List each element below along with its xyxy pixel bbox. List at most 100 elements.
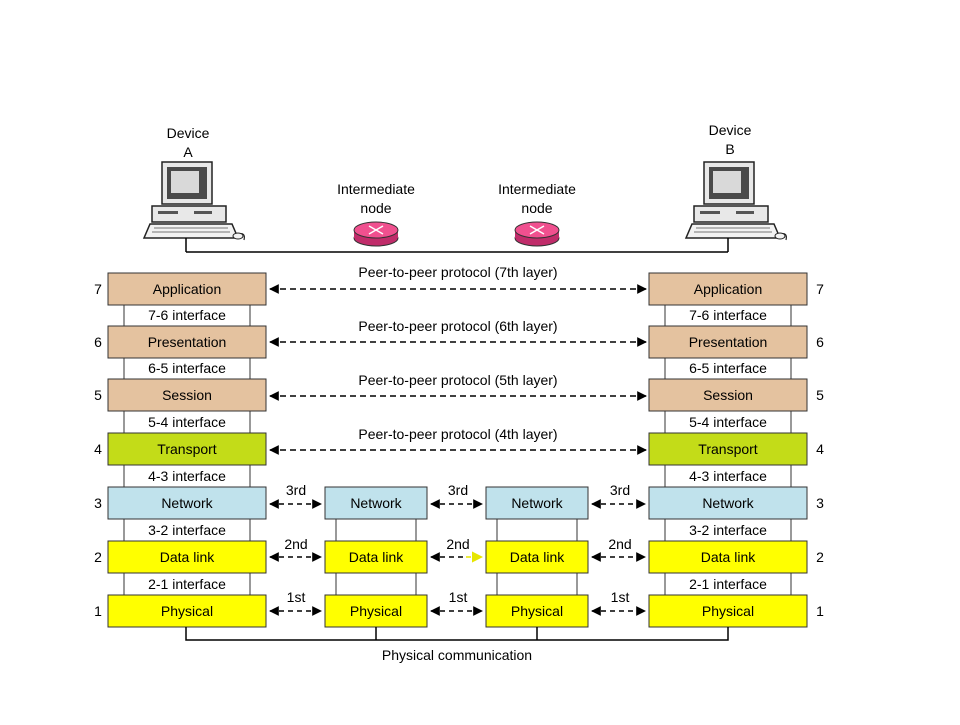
device-a-label: Device [167,125,210,141]
interface-box [496,572,578,596]
stack-device-b: Application 7 7-6 interface Presentation… [648,272,824,628]
interface-label: 2-1 interface [689,576,767,592]
layer-number: 5 [94,387,102,403]
layer-box-physical [107,594,267,628]
interface-label: 5-4 interface [689,414,767,430]
layer-name: Network [161,495,213,511]
layer-box-network [107,486,267,520]
peer-protocol-label: Peer-to-peer protocol (4th layer) [358,426,557,442]
hop-label: 2nd [446,536,469,552]
layer-name: Transport [157,441,217,457]
layer-number: 6 [816,334,824,350]
layer-name: Network [511,495,563,511]
layer-number: 2 [94,549,102,565]
interface-label: 6-5 interface [148,360,226,376]
peer-protocols: Peer-to-peer protocol (7th layer) Peer-t… [269,264,647,455]
stack-intermediate-node-2: Network Data link Physical [485,486,589,628]
layer-box-data-link [485,540,589,574]
interface-label: 6-5 interface [689,360,767,376]
peer-protocol-label: Peer-to-peer protocol (6th layer) [358,318,557,334]
intermediate-node-1-sublabel: node [360,200,391,216]
hop-label: 1st [287,589,306,605]
layer-box-application [648,272,808,306]
stack-device-a: Application 7 7-6 interface Presentation… [94,272,267,628]
layer-name: Data link [349,549,404,565]
interface-label: 5-4 interface [148,414,226,430]
layer-box-session [107,378,267,412]
layer-box-transport [107,432,267,466]
device-b: Device B [684,122,787,241]
layer-name: Network [350,495,402,511]
intermediate-node-2-label: Intermediate [498,181,576,197]
layer-name: Network [702,495,754,511]
layer-number: 4 [816,441,824,457]
layer-box-data-link [648,540,808,574]
layer-number: 7 [94,281,102,297]
device-a-letter: A [183,144,193,160]
layer-box-session [648,378,808,412]
layer-name: Physical [161,603,213,619]
router-icon [353,221,399,247]
layer-name: Data link [160,549,215,565]
interface-label: 2-1 interface [148,576,226,592]
intermediate-node-1: Intermediate node [337,181,415,247]
interface-label: 7-6 interface [689,307,767,323]
hop-label: 2nd [608,536,631,552]
layer-name: Session [162,387,212,403]
hop-label: 3rd [610,482,630,498]
layer-name: Transport [698,441,758,457]
hop-label: 2nd [284,536,307,552]
layer-number: 2 [816,549,824,565]
layer-number: 3 [94,495,102,511]
layer-box-transport [648,432,808,466]
desktop-computer-icon [142,161,245,241]
layer-box-physical [485,594,589,628]
layer-box-network [648,486,808,520]
layer-number: 5 [816,387,824,403]
hop-label: 1st [449,589,468,605]
layer-name: Data link [701,549,756,565]
layer-number: 1 [94,603,102,619]
hop-label: 1st [611,589,630,605]
layer-name: Physical [511,603,563,619]
layer-name: Session [703,387,753,403]
interface-box [335,518,417,542]
physical-communication-label: Physical communication [382,647,532,663]
hop-arrows: 3rd 3rd 3rd 2nd 2nd 2nd 1st 1st 1st [269,482,646,616]
layer-number: 1 [816,603,824,619]
interface-box [496,518,578,542]
layer-box-application [107,272,267,306]
physical-communication: Physical communication [185,627,729,663]
device-a: Device A [142,125,245,241]
interface-box [335,572,417,596]
layer-name: Application [153,281,222,297]
device-b-letter: B [725,141,734,157]
layer-name: Data link [510,549,565,565]
peer-protocol-label: Peer-to-peer protocol (7th layer) [358,264,557,280]
intermediate-node-1-label: Intermediate [337,181,415,197]
layer-box-data-link [107,540,267,574]
layer-name: Physical [350,603,402,619]
layer-name: Presentation [148,334,227,350]
layer-box-physical [324,594,428,628]
physical-link-line [185,627,729,641]
stack-intermediate-node-1: Network Data link Physical [324,486,428,628]
intermediate-node-2: Intermediate node [498,181,576,247]
layer-name: Application [694,281,763,297]
intermediate-node-2-sublabel: node [521,200,552,216]
layer-number: 6 [94,334,102,350]
layer-name: Physical [702,603,754,619]
layer-number: 3 [816,495,824,511]
layer-box-presentation [648,325,808,359]
layer-number: 7 [816,281,824,297]
interface-label: 4-3 interface [689,468,767,484]
hop-label: 3rd [286,482,306,498]
peer-protocol-label: Peer-to-peer protocol (5th layer) [358,372,557,388]
interface-label: 7-6 interface [148,307,226,323]
router-icon [514,221,560,247]
interface-label: 3-2 interface [689,522,767,538]
layer-number: 4 [94,441,102,457]
layer-box-presentation [107,325,267,359]
